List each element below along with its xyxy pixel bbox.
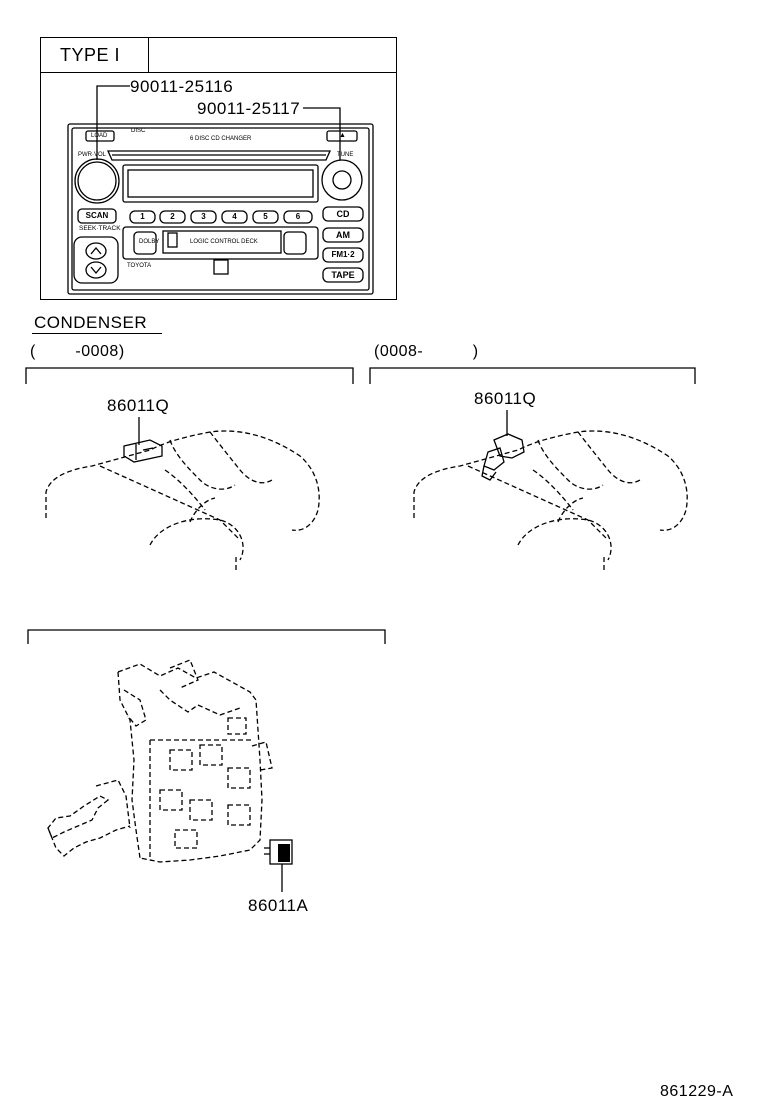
radio-preset-4[interactable]: 4 — [232, 212, 237, 221]
radio-preset-1[interactable]: 1 — [140, 212, 145, 221]
diagram-code: 861229-A — [660, 1083, 734, 1100]
radio-pwr-label: PWR·VOL — [78, 152, 107, 158]
radio-deck-label: LOGIC CONTROL DECK — [190, 239, 258, 245]
part-number-junction: 86011A — [248, 896, 309, 915]
part-number-knob-left: 90011-25116 — [130, 77, 234, 96]
junction-block-drawing — [47, 659, 273, 863]
part-number-condenser-new: 86011Q — [474, 389, 537, 408]
radio-tune-label: TUNE — [337, 152, 354, 158]
condenser-left-part — [123, 417, 163, 463]
radio-tape-button[interactable]: TAPE — [331, 270, 355, 280]
section-title-underline — [32, 333, 162, 334]
type-box — [40, 37, 397, 300]
condenser-right-part — [481, 410, 525, 481]
section-title: CONDENSER — [34, 313, 148, 332]
radio-unit-drawing — [67, 85, 374, 295]
radio-disc-label: DISC — [131, 128, 146, 134]
radio-title-label: 6 DISC CD CHANGER — [190, 136, 252, 142]
junction-relay-part — [264, 839, 293, 892]
radio-am-button[interactable]: AM — [336, 230, 350, 240]
radio-preset-5[interactable]: 5 — [263, 212, 268, 221]
radio-brand-label: TOYOTA — [127, 263, 152, 269]
engine-right-outline — [413, 430, 688, 570]
type-label: TYPE I — [60, 45, 121, 65]
radio-load-label: LOAD — [91, 133, 108, 139]
type-header-divider-h — [40, 72, 397, 73]
part-number-condenser-old: 86011Q — [107, 396, 170, 415]
radio-scan-button[interactable]: SCAN — [85, 211, 109, 220]
engine-left-outline — [45, 430, 320, 570]
radio-seek-label: SEEK·TRACK — [79, 225, 121, 232]
type-header-divider-v — [148, 37, 149, 73]
radio-preset-2[interactable]: 2 — [170, 212, 175, 221]
radio-cd-button[interactable]: CD — [336, 209, 350, 219]
radio-dolby-label: DOLBY — [139, 239, 160, 245]
radio-preset-6[interactable]: 6 — [295, 212, 301, 221]
range-right: (0008- ) — [374, 343, 479, 360]
range-left: ( -0008) — [30, 343, 125, 360]
part-number-knob-right: 90011-25117 — [197, 99, 301, 118]
radio-fm-button[interactable]: FM1·2 — [331, 250, 355, 259]
radio-eject-label: ▲ — [339, 132, 346, 139]
radio-preset-3[interactable]: 3 — [201, 212, 206, 221]
